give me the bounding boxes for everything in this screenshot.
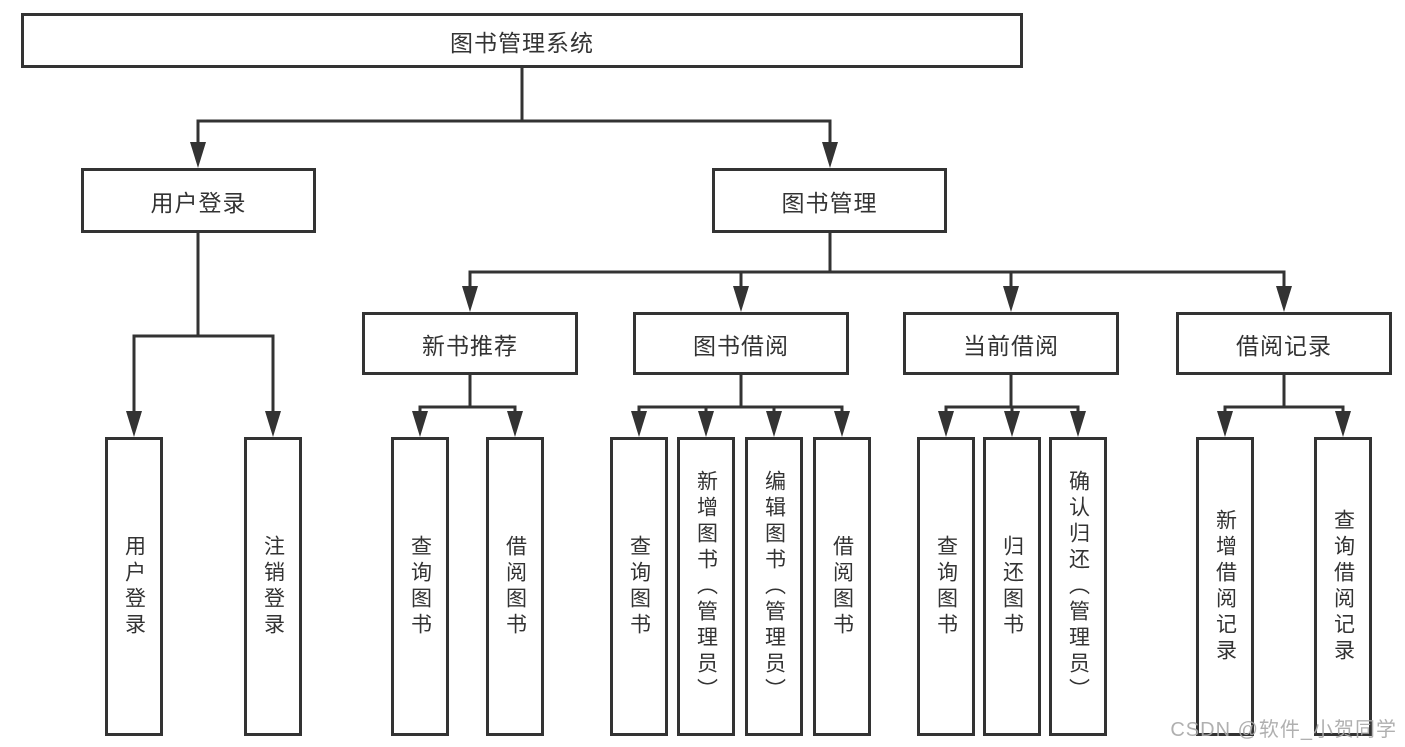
node-label: 图书借阅 <box>693 332 789 359</box>
node-library-system: 图书管理系统 <box>21 13 1023 68</box>
node-label: 查询图书 <box>627 534 651 639</box>
node-book-management: 图书管理 <box>712 168 947 233</box>
node-label: 归还图书 <box>1000 534 1024 639</box>
leaf-borrow-books-2: 借阅图书 <box>813 437 871 736</box>
node-label: 编辑图书（管理员） <box>762 469 786 704</box>
leaf-borrow-books-1: 借阅图书 <box>486 437 544 736</box>
leaf-query-borrow-record: 查询借阅记录 <box>1314 437 1372 736</box>
node-label: 注销登录 <box>261 534 285 639</box>
leaf-user-login: 用户登录 <box>105 437 163 736</box>
leaf-query-books-1: 查询图书 <box>391 437 449 736</box>
node-label: 查询图书 <box>408 534 432 639</box>
leaf-return-book: 归还图书 <box>983 437 1041 736</box>
node-label: 新增图书（管理员） <box>694 469 718 704</box>
node-user-login: 用户登录 <box>81 168 316 233</box>
leaf-add-book-admin: 新增图书（管理员） <box>677 437 735 736</box>
node-label: 查询借阅记录 <box>1331 508 1355 665</box>
node-label: 确认归还（管理员） <box>1066 469 1090 704</box>
leaf-add-borrow-record: 新增借阅记录 <box>1196 437 1254 736</box>
node-label: 当前借阅 <box>963 332 1059 359</box>
node-new-book-recommend: 新书推荐 <box>362 312 578 375</box>
leaf-edit-book-admin: 编辑图书（管理员） <box>745 437 803 736</box>
node-label: 借阅记录 <box>1236 332 1332 359</box>
node-label: 借阅图书 <box>503 534 527 639</box>
node-book-borrowing: 图书借阅 <box>633 312 849 375</box>
node-label: 借阅图书 <box>830 534 854 639</box>
node-borrowing-records: 借阅记录 <box>1176 312 1392 375</box>
node-label: 用户登录 <box>150 189 247 216</box>
node-label: 图书管理 <box>781 189 878 216</box>
node-label: 用户登录 <box>122 534 146 639</box>
node-label: 新书推荐 <box>422 332 518 359</box>
node-label: 新增借阅记录 <box>1213 508 1237 665</box>
node-label: 查询图书 <box>934 534 958 639</box>
leaf-logout: 注销登录 <box>244 437 302 736</box>
leaf-query-books-3: 查询图书 <box>917 437 975 736</box>
node-current-borrowing: 当前借阅 <box>903 312 1119 375</box>
leaf-confirm-return-admin: 确认归还（管理员） <box>1049 437 1107 736</box>
watermark: CSDN @软件_小贺同学 <box>1170 719 1397 741</box>
node-label: 图书管理系统 <box>450 29 594 56</box>
leaf-query-books-2: 查询图书 <box>610 437 668 736</box>
